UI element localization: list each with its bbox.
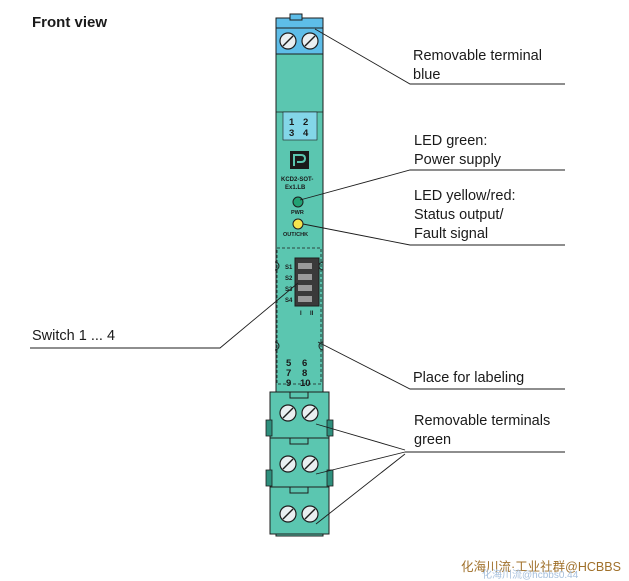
terminal-number: 5 — [286, 358, 292, 369]
logo-icon — [290, 151, 309, 169]
callout-line: green — [414, 432, 452, 448]
callout-line: blue — [413, 67, 441, 83]
leader-lines — [30, 28, 565, 525]
screw-icon — [301, 404, 319, 422]
callout-line: Switch 1 ... 4 — [32, 328, 116, 344]
led-yellow-icon — [292, 218, 304, 230]
callout-line: Fault signal — [414, 226, 489, 242]
screw-icon — [279, 404, 297, 422]
screw-icon — [301, 505, 319, 523]
screw-icon — [279, 505, 297, 523]
labeling-area — [276, 247, 322, 385]
callout-led-green: LED green: Power supply — [414, 132, 501, 170]
terminal-number: 9 — [286, 378, 291, 389]
callout-switch: Switch 1 ... 4 — [32, 327, 115, 346]
terminal-number: 10 — [300, 378, 311, 389]
led-green-icon — [292, 196, 304, 208]
screw-icon — [301, 455, 319, 473]
diagram-title: Front view — [32, 14, 108, 31]
screw-icon — [301, 32, 319, 50]
callout-line: Removable terminal — [413, 48, 542, 64]
switch-position-label: II — [310, 311, 314, 317]
watermark: 化海川流@hcbbs0.44 — [482, 570, 579, 581]
screw-icon — [279, 455, 297, 473]
callout-terminal-blue: Removable terminal blue — [413, 47, 542, 85]
terminal-number: 1 — [289, 117, 295, 128]
terminal-number: 6 — [302, 358, 307, 369]
callout-line: Power supply — [414, 152, 502, 168]
callout-line: LED yellow/red: — [414, 188, 516, 204]
terminal-number: 3 — [289, 128, 294, 139]
screw-icon — [279, 32, 297, 50]
callout-line: Status output/ — [414, 207, 504, 223]
model-name: Ex1.LB — [285, 185, 306, 191]
callout-line: Place for labeling — [413, 370, 525, 386]
terminal-number: 4 — [303, 128, 309, 139]
terminal-number: 2 — [303, 117, 308, 128]
dip-switch-block[interactable] — [294, 257, 320, 307]
callout-line: Removable terminals — [414, 413, 551, 429]
callout-terminals-green: Removable terminals green — [414, 412, 550, 450]
switch-position-label: I — [300, 311, 302, 317]
led-pwr-label: PWR — [291, 210, 304, 216]
model-name: KCD2-SOT- — [281, 177, 313, 183]
removable-terminal-blue — [275, 13, 324, 55]
callout-line: LED green: — [414, 133, 488, 149]
led-outchk-label: OUT/CHK — [283, 232, 308, 238]
removable-terminals-green — [265, 391, 334, 535]
callout-led-yellow: LED yellow/red: Status output/ Fault sig… — [414, 187, 516, 244]
callout-labeling: Place for labeling — [413, 369, 524, 388]
terminal-number: 8 — [302, 368, 307, 379]
switch-label: S1 — [285, 265, 293, 271]
terminal-number: 7 — [286, 368, 291, 379]
switch-label: S4 — [285, 298, 293, 304]
watermark: 化海川流·工业社群@HCBBS — [461, 560, 621, 574]
switch-label: S2 — [285, 276, 293, 282]
